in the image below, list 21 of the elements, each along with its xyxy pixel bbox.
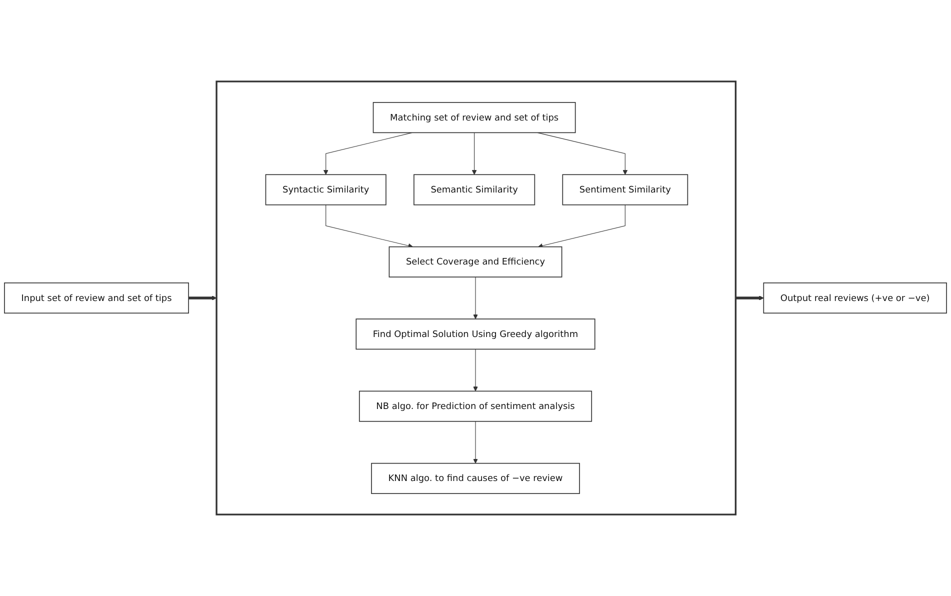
node-box: NB algo. for Prediction of sentiment analysis [358, 390, 592, 422]
node-box: Syntactic Similarity [265, 174, 386, 206]
arrow [473, 348, 478, 392]
node-box: Semantic Similarity [414, 174, 536, 206]
arrow [538, 204, 626, 248]
arrow [736, 296, 764, 300]
arrow [473, 276, 478, 320]
node-box: Input set of review and set of tips [4, 282, 189, 314]
node-box: Sentiment Similarity [562, 174, 688, 206]
cluster [216, 80, 736, 516]
node-box: Find Optimal Solution Using Greedy algorithm [356, 318, 596, 350]
arrow [537, 132, 628, 175]
arrow [323, 132, 412, 175]
node-box: KNN algo. to find causes of −ve review [371, 462, 580, 494]
arrow [472, 132, 477, 175]
node-box: Output real reviews (+ve or −ve) [763, 282, 947, 314]
arrow [473, 421, 478, 464]
node-box: Matching set of review and set of tips [372, 102, 576, 134]
arrow [188, 296, 217, 300]
node-box: Select Coverage and Efficiency [388, 246, 562, 278]
arrow [326, 204, 414, 248]
